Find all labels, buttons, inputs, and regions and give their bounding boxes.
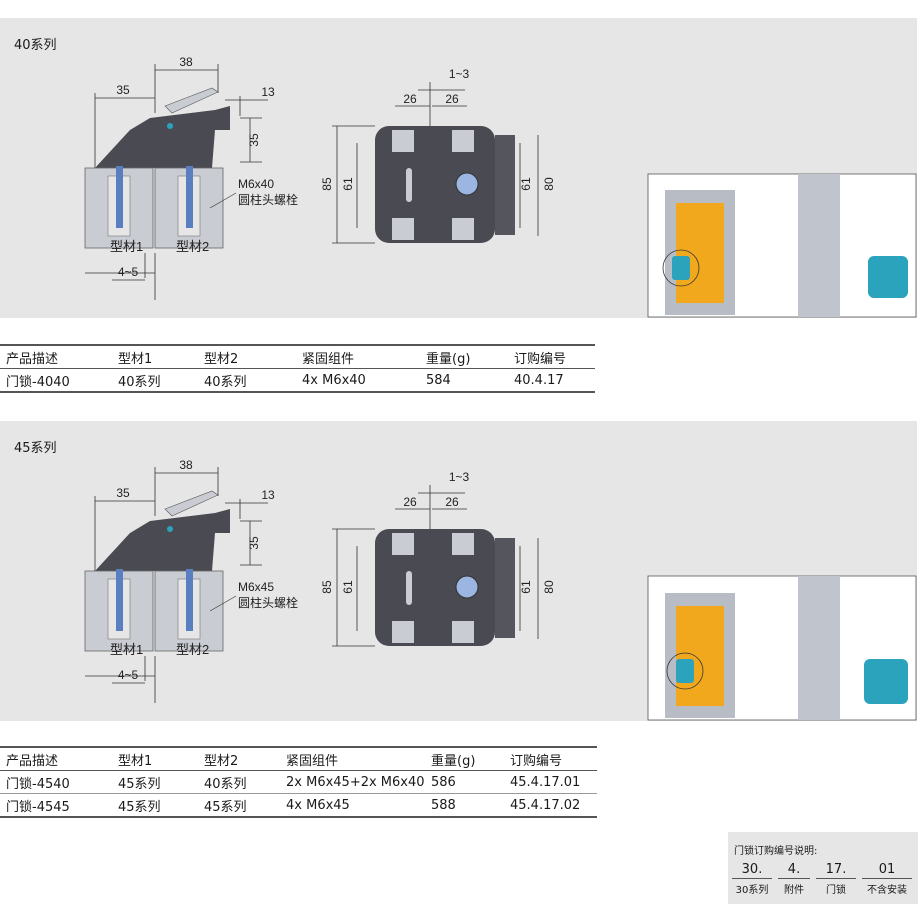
spec-table-45: 产品描述 型材1 型材2 紧固组件 重量(g) 订购编号 门锁-4540 45系列… — [0, 746, 597, 818]
col-header: 型材2 — [204, 753, 239, 769]
bolt-type: 圆柱头螺栓 — [238, 192, 298, 207]
dim-85: 85 — [320, 580, 334, 594]
dim-gap: 1~3 — [449, 67, 470, 81]
table-cell: 45系列 — [118, 799, 161, 815]
profile-2-label: 型材2 — [176, 239, 209, 254]
bolt-type: 圆柱头螺栓 — [238, 595, 298, 610]
dim-61-right: 61 — [519, 580, 533, 594]
table-cell: 45.4.17.01 — [510, 774, 581, 790]
dim-13: 13 — [261, 85, 275, 99]
table-cell: 45.4.17.02 — [510, 797, 581, 813]
col-header: 型材2 — [204, 351, 239, 367]
table-cell: 40.4.17 — [514, 372, 564, 388]
series-title: 40系列 — [14, 38, 57, 53]
series-40-panel: 40系列 38 35 13 35 4~5 — [0, 18, 917, 318]
table-header-row: 产品描述 型材1 型材2 紧固组件 重量(g) 订购编号 — [0, 747, 597, 771]
table-cell: 584 — [426, 372, 451, 388]
table-cell: 门锁-4545 — [6, 799, 70, 815]
legend-segment: 30.30系列 — [732, 862, 772, 896]
table-cell: 4x M6x40 — [302, 372, 366, 388]
dim-85: 85 — [320, 177, 334, 191]
profile-1-label: 型材1 — [110, 239, 143, 254]
table-cell: 门锁-4040 — [6, 374, 70, 390]
col-header: 型材1 — [118, 351, 153, 367]
table-header-row: 产品描述 型材1 型材2 紧固组件 重量(g) 订购编号 — [0, 345, 595, 369]
col-header: 重量(g) — [426, 351, 471, 367]
table-cell: 40系列 — [204, 374, 247, 390]
dim-80: 80 — [542, 177, 556, 191]
dim-26-left: 26 — [403, 495, 417, 509]
table-cell: 588 — [431, 797, 456, 813]
dim-offset: 4~5 — [118, 265, 139, 279]
dim-61-right: 61 — [519, 177, 533, 191]
col-header: 订购编号 — [510, 753, 563, 769]
bolt-spec: M6x45 — [238, 580, 274, 594]
legend-segment: 4.附件 — [778, 862, 810, 896]
bolt-spec: M6x40 — [238, 177, 274, 191]
table-cell: 40系列 — [118, 374, 161, 390]
table-cell: 45系列 — [118, 776, 161, 792]
series-title: 45系列 — [14, 441, 57, 456]
dim-61-left: 61 — [341, 580, 355, 594]
dim-26-left: 26 — [403, 92, 417, 106]
dim-gap: 1~3 — [449, 470, 470, 484]
dim-38: 38 — [179, 458, 193, 472]
dim-26-right: 26 — [445, 495, 459, 509]
table-cell: 40系列 — [204, 776, 247, 792]
table-row: 门锁-4040 40系列 40系列 4x M6x40 584 40.4.17 — [0, 369, 595, 392]
table-cell: 45系列 — [204, 799, 247, 815]
spec-table-40: 产品描述 型材1 型材2 紧固组件 重量(g) 订购编号 门锁-4040 40系列… — [0, 344, 595, 393]
table-cell: 4x M6x45 — [286, 797, 350, 813]
col-header: 订购编号 — [514, 351, 567, 367]
legend-segment: 17.门锁 — [816, 862, 856, 896]
legend-title: 门锁订购编号说明: — [734, 846, 818, 857]
dim-61-left: 61 — [341, 177, 355, 191]
technical-drawing-45: 38 35 13 35 4~5 M6x45 圆柱头螺栓 型材1 型材2 — [84, 458, 917, 721]
table-cell: 门锁-4540 — [6, 776, 70, 792]
dim-35-height: 35 — [247, 133, 261, 147]
col-header: 型材1 — [118, 753, 153, 769]
dim-35-width: 35 — [116, 486, 130, 500]
table-cell: 2x M6x45+2x M6x40 — [286, 774, 425, 790]
table-row: 门锁-4540 45系列 40系列 2x M6x45+2x M6x40 586 45.4… — [0, 771, 597, 794]
profile-2-label: 型材2 — [176, 642, 209, 657]
col-header: 产品描述 — [6, 753, 59, 769]
profile-1-label: 型材1 — [110, 642, 143, 657]
col-header: 重量(g) — [431, 753, 476, 769]
technical-drawing-40: 38 35 13 35 4~5 M6x40 圆柱头螺栓 型材1 型材2 — [84, 55, 917, 318]
dim-26-right: 26 — [445, 92, 459, 106]
col-header: 紧固组件 — [302, 351, 355, 367]
col-header: 紧固组件 — [286, 753, 339, 769]
dim-35-height: 35 — [247, 536, 261, 550]
dim-38: 38 — [179, 55, 193, 69]
dim-offset: 4~5 — [118, 668, 139, 682]
dim-35-width: 35 — [116, 83, 130, 97]
col-header: 产品描述 — [6, 351, 59, 367]
dim-13: 13 — [261, 488, 275, 502]
series-45-panel: 45系列 38 35 13 35 4~5 — [0, 421, 917, 721]
table-row: 门锁-4545 45系列 45系列 4x M6x45 588 45.4.17.02 — [0, 794, 597, 817]
table-cell: 586 — [431, 774, 456, 790]
dim-80: 80 — [542, 580, 556, 594]
